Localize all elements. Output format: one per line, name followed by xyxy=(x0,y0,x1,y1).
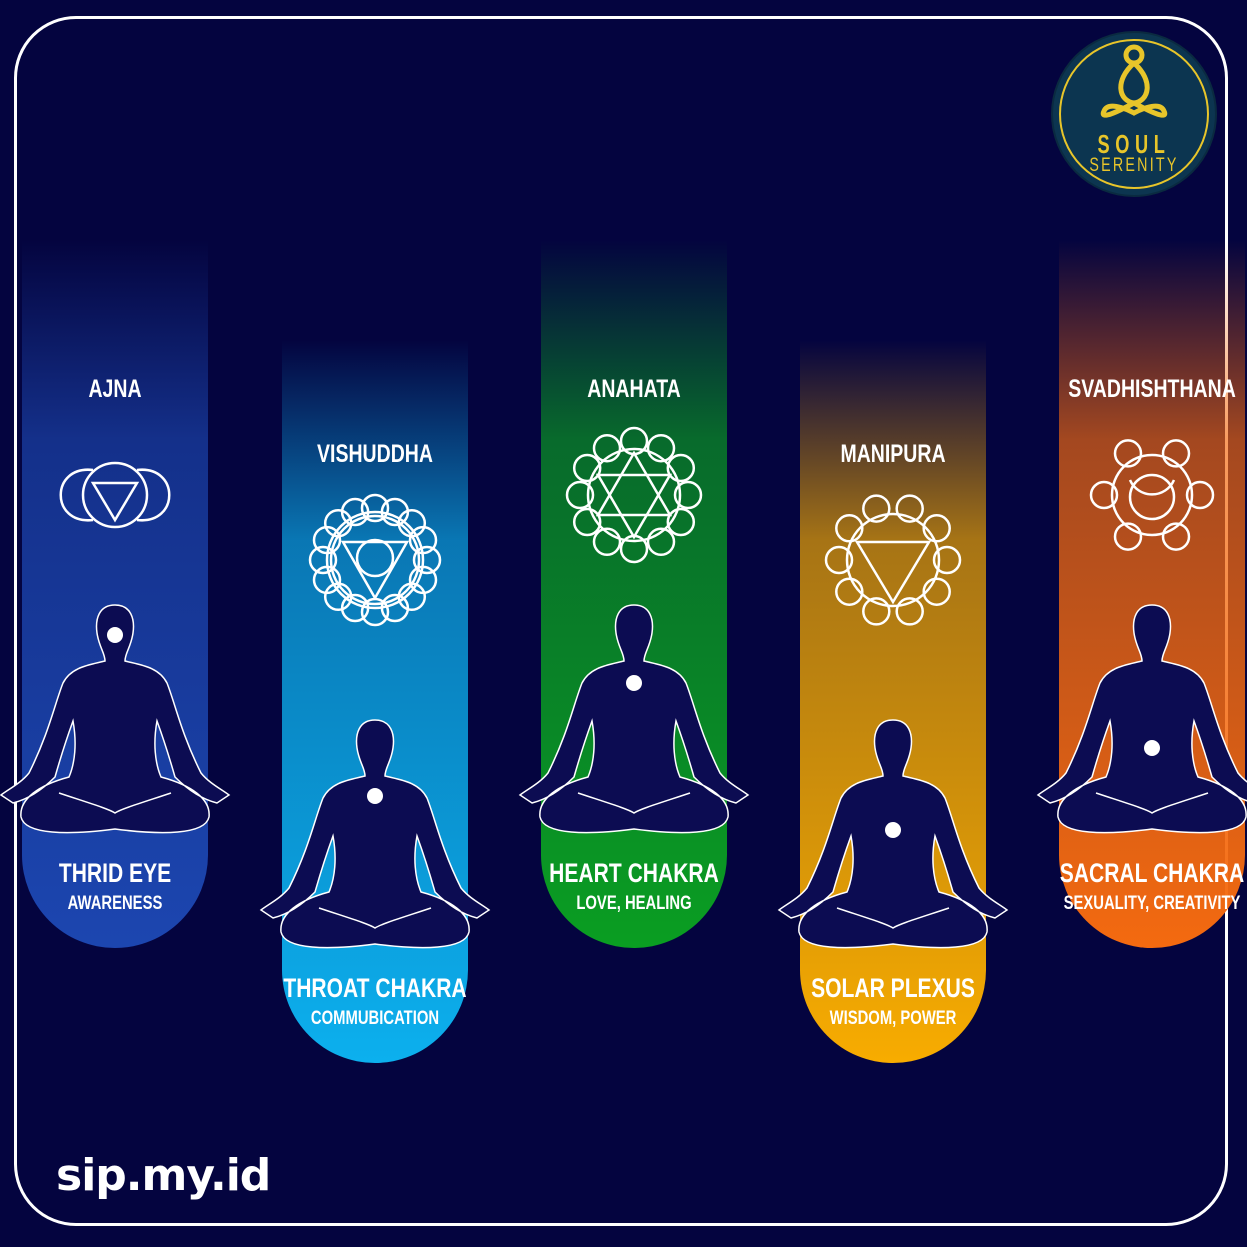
chakra-meaning: AWARENESS xyxy=(67,893,163,914)
website-watermark: sip.my.id xyxy=(56,1150,271,1201)
chakra-meaning: LOVE, HEALING xyxy=(576,893,692,914)
solar-chakra-symbol-icon xyxy=(823,490,963,630)
chakra-label: SOLAR PLEXUS xyxy=(811,973,975,1003)
heart-chakra-symbol-icon xyxy=(564,425,704,565)
soul-serenity-logo: SOUL SERENITY xyxy=(1053,33,1215,195)
logo-text-soul: SOUL xyxy=(1097,129,1171,159)
chakra-meaning: COMMUBICATION xyxy=(310,1008,440,1029)
chakra-column-anahata: ANAHATA HEART CHAKRA LOVE, HEALING xyxy=(518,240,750,948)
chakra-label: SACRAL CHAKRA xyxy=(1059,858,1245,888)
meditating-figure-icon xyxy=(518,603,750,843)
chakra-column-ajna: AJNA THRID EYE AWARENESS xyxy=(0,240,231,948)
meditating-knot-icon xyxy=(1100,44,1168,118)
chakra-column-vishuddha: VISHUDDHA THROAT CHAKRA COMMUBICATION xyxy=(259,340,491,1063)
chakra-label: THROAT CHAKRA xyxy=(283,973,467,1003)
chakra-column-manipura: MANIPURA SOLAR PLEXUS WISDOM, POWER xyxy=(777,340,1009,1063)
chakra-sanskrit-name: MANIPURA xyxy=(840,440,946,468)
meditating-figure-icon xyxy=(1036,603,1247,843)
meditating-figure-icon xyxy=(777,718,1009,958)
chakra-sanskrit-name: AJNA xyxy=(88,375,142,403)
chakra-meaning: WISDOM, POWER xyxy=(829,1008,957,1029)
chakra-sanskrit-name: ANAHATA xyxy=(587,375,681,403)
meditating-figure-icon xyxy=(0,603,231,843)
chakra-sanskrit-name: SVADHISHTHANA xyxy=(1068,375,1236,403)
logo-ring xyxy=(1059,39,1209,189)
chakra-meaning: SEXUALITY, CREATIVITY xyxy=(1063,893,1241,914)
throat-chakra-symbol-icon xyxy=(305,490,445,630)
chakra-label: THRID EYE xyxy=(58,858,172,888)
chakra-sanskrit-name: VISHUDDHA xyxy=(317,440,433,468)
meditating-figure-icon xyxy=(259,718,491,958)
chakra-label: HEART CHAKRA xyxy=(549,858,719,888)
eye-chakra-symbol-icon xyxy=(45,425,185,565)
logo-text-serenity: SERENITY xyxy=(1089,155,1179,176)
sacral-chakra-symbol-icon xyxy=(1082,425,1222,565)
chakra-column-svadhishthana: SVADHISHTHANA SACRAL CHAKRA SEXUALITY, C… xyxy=(1036,240,1247,948)
